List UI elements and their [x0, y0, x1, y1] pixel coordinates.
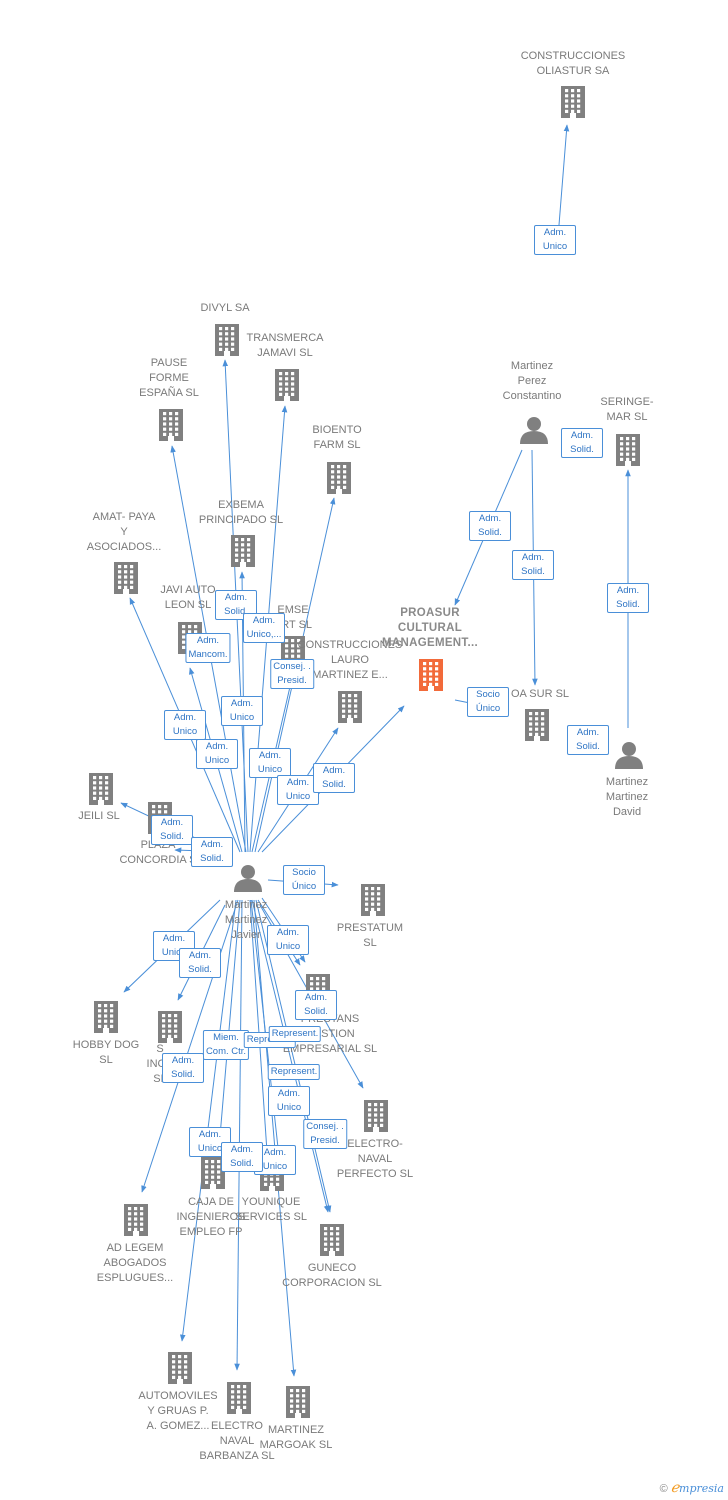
edge-label-javier-prestans[interactable]: Adm. Unico	[267, 925, 309, 955]
building-icon-oasur[interactable]	[525, 709, 549, 741]
node-label-pause[interactable]: PAUSE FORME ESPAÑA SL	[139, 356, 199, 399]
watermark: © ℯmpresia	[660, 1480, 724, 1496]
edge-label-david-oasur[interactable]: Adm. Solid.	[567, 725, 609, 755]
edge-label-javier-margoak[interactable]: Adm. Unico	[268, 1086, 310, 1116]
edge-label-javier-inge[interactable]: Adm. Solid.	[179, 948, 221, 978]
edge-label-javier-exbema[interactable]: Adm. Unico	[221, 696, 263, 726]
building-icon-divyl[interactable]	[215, 324, 239, 356]
node-label-exbema[interactable]: EXBEMA PRINCIPADO SL	[198, 499, 284, 526]
node-label-transmerca[interactable]: TRANSMERCA JAMAVI SL	[246, 332, 324, 359]
brand-logo-e: ℯ	[670, 1480, 680, 1496]
building-icon-bioento[interactable]	[327, 462, 351, 494]
edge-label-javier-divyl[interactable]: Adm. Solid.	[215, 590, 257, 620]
edge-label-david-seringe[interactable]: Adm. Solid.	[607, 583, 649, 613]
building-icon-transmerca[interactable]	[275, 369, 299, 401]
building-icon-inge[interactable]	[158, 1011, 182, 1043]
building-icon-seringe[interactable]	[616, 434, 640, 466]
edge-label-javier-emse[interactable]: Adm. Unico	[249, 748, 291, 778]
person-icon-javier[interactable]	[234, 865, 262, 892]
node-label-david[interactable]: Martinez Martinez David	[605, 775, 649, 818]
person-icon-david[interactable]	[615, 742, 643, 769]
edge-label-javier-proasur[interactable]: Adm. Solid.	[313, 763, 355, 793]
building-icon-pause[interactable]	[159, 409, 183, 441]
edge-label-javier-barbanza[interactable]: Adm. Solid.	[221, 1142, 263, 1172]
edge-label-constantino-oliastur[interactable]: Adm. Unico	[534, 225, 576, 255]
edge-label-javier-bioento[interactable]: Consej. . Presid.	[270, 659, 314, 689]
node-label-amat[interactable]: AMAT- PAYA Y ASOCIADOS...	[86, 510, 162, 553]
node-label-javiauto[interactable]: JAVI AUTO LEON SL	[160, 584, 216, 611]
edge-label-javier-adlegem[interactable]: Adm. Solid.	[162, 1053, 204, 1083]
edge-label-constantino-oasur[interactable]: Adm. Solid.	[512, 550, 554, 580]
node-label-divyl[interactable]: DIVYL SA	[200, 301, 250, 314]
building-icon-adlegem[interactable]	[124, 1204, 148, 1236]
edge-javier-margoak	[253, 899, 297, 1377]
building-icon-lauro[interactable]	[338, 691, 362, 723]
brand-name: mpresia	[679, 1482, 724, 1495]
edge-label-javier-transmerca[interactable]: Adm. Unico,...	[243, 613, 285, 643]
edge-label-javier-jeili[interactable]: Adm. Solid.	[151, 815, 193, 845]
edge-label-javier-guneco[interactable]: Represent.	[267, 1064, 321, 1080]
copyright-symbol: ©	[659, 1483, 668, 1495]
edge-label-javier-pause[interactable]: Adm. Mancom.	[185, 633, 231, 663]
node-label-seringe[interactable]: SERINGE- MAR SL	[600, 396, 654, 423]
node-label-hobbydog[interactable]: HOBBY DOG SL	[72, 1039, 140, 1066]
edge-label-javier-guneco[interactable]: Consej. . Presid.	[303, 1119, 347, 1149]
edge-javier-automoviles	[179, 899, 237, 1342]
node-label-margoak[interactable]: MARTINEZ MARGOAK SL	[259, 1424, 333, 1451]
node-label-younique[interactable]: YOUNIQUE SERVICES SL	[235, 1196, 307, 1223]
node-label-lauro[interactable]: CONSTRUCCIONES LAURO MARTINEZ E...	[297, 638, 403, 681]
edge-label-javier-prestans[interactable]: Represent.	[268, 1026, 322, 1042]
node-label-oliastur[interactable]: CONSTRUCCIONES OLIASTUR SA	[520, 50, 626, 77]
edge-label-javier-caja[interactable]: Miem. Com. Ctr.	[202, 1030, 250, 1060]
node-label-bioento[interactable]: BIOENTO FARM SL	[312, 424, 362, 451]
edge-label-javier-amat[interactable]: Adm. Unico	[164, 710, 206, 740]
edge-javier-barbanza	[234, 899, 243, 1371]
person-icon-constantino[interactable]	[520, 417, 548, 444]
node-label-guneco[interactable]: GUNECO CORPORACION SL	[282, 1262, 382, 1289]
building-icon-proasur[interactable]	[419, 659, 443, 691]
building-icon-margoak[interactable]	[286, 1386, 310, 1418]
node-label-electro[interactable]: ELECTRO- NAVAL PERFECTO SL	[336, 1137, 414, 1180]
node-label-automoviles[interactable]: AUTOMOVILES Y GRUAS P. A. GOMEZ...	[138, 1389, 218, 1432]
edge-label-javier-javiauto[interactable]: Adm. Unico	[196, 739, 238, 769]
building-icon-prestatum[interactable]	[361, 884, 385, 916]
building-icon-oliastur[interactable]	[561, 86, 585, 118]
node-label-prestatum[interactable]: PRESTATUM SL	[336, 922, 404, 949]
edge-javier-adlegem	[141, 899, 239, 1193]
node-label-oasur[interactable]: OA SUR SL	[510, 687, 570, 700]
building-icon-electro[interactable]	[364, 1100, 388, 1132]
edge-label-javier-electro[interactable]: Adm. Solid.	[295, 990, 337, 1020]
building-icon-automoviles[interactable]	[168, 1352, 192, 1384]
building-icon-barbanza[interactable]	[227, 1382, 251, 1414]
edge-javier-guneco	[251, 899, 330, 1213]
edge-javier-younique	[249, 899, 270, 1153]
node-label-adlegem[interactable]: AD LEGEM ABOGADOS ESPLUGUES...	[96, 1241, 174, 1284]
building-icon-amat[interactable]	[114, 562, 138, 594]
edge-label-proasur-oasur[interactable]: Socio Único	[467, 687, 509, 717]
edge-label-javier-prestatum[interactable]: Socio Único	[283, 865, 325, 895]
building-icon-hobbydog[interactable]	[94, 1001, 118, 1033]
node-label-constantino[interactable]: Martinez Perez Constantino	[502, 359, 562, 402]
node-label-jeili[interactable]: JEILI SL	[78, 809, 120, 822]
node-label-proasur[interactable]: PROASUR CULTURAL MANAGEMENT...	[382, 606, 478, 649]
building-icon-exbema[interactable]	[231, 535, 255, 567]
building-icon-guneco[interactable]	[320, 1224, 344, 1256]
building-icon-jeili[interactable]	[89, 773, 113, 805]
node-label-caja[interactable]: CAJA DE INGENIEROS EMPLEO FP	[176, 1195, 246, 1238]
edge-label-javier-lauro[interactable]: Adm. Unico	[277, 775, 319, 805]
edge-label-javier-plaza[interactable]: Adm. Solid.	[191, 837, 233, 867]
edge-label-constantino-seringe[interactable]: Adm. Solid.	[561, 428, 603, 458]
node-label-javier[interactable]: Martinez Martinez Javier	[224, 898, 268, 941]
edge-label-javier-hobbydog[interactable]: Adm. Unico	[153, 931, 195, 961]
edge-label-constantino-proasur[interactable]: Adm. Solid.	[469, 511, 511, 541]
node-label-barbanza[interactable]: ELECTRO NAVAL BARBANZA SL	[199, 1419, 275, 1462]
